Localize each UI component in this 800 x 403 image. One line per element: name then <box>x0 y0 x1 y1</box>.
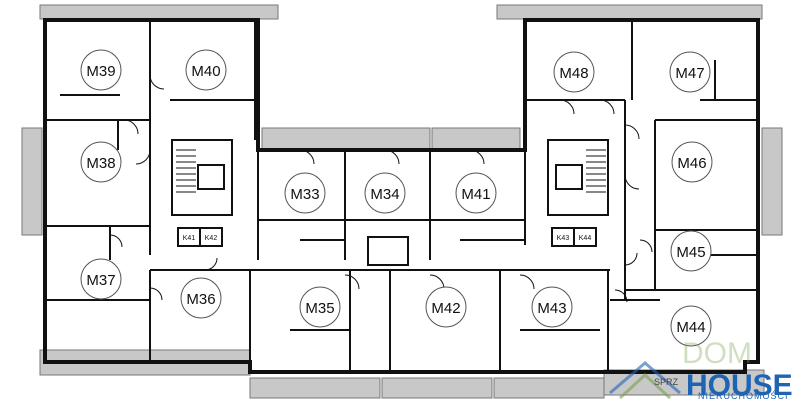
unit-label-m45: M45 <box>676 244 705 261</box>
stairs <box>176 149 606 193</box>
watermark-subtitle: NIERUCHOMOŚCI <box>698 391 789 401</box>
inner-walls <box>45 20 758 372</box>
storage-label-k41: K41 <box>183 235 196 242</box>
unit-label-m35: M35 <box>305 300 334 317</box>
unit-label-m42: M42 <box>431 300 460 317</box>
unit-label-m33: M33 <box>290 186 319 203</box>
unit-labels: M39 M40 M38 M37 M36 M33 M34 M35 M41 M42 … <box>86 63 706 336</box>
unit-label-m34: M34 <box>370 186 399 203</box>
balconies <box>21 4 783 399</box>
storage-label-k44: K44 <box>579 235 592 242</box>
unit-label-m47: M47 <box>675 65 704 82</box>
watermark-dom-text: DOM <box>682 337 752 370</box>
storage-label-k42: K42 <box>205 235 218 242</box>
unit-label-m44: M44 <box>676 319 705 336</box>
unit-label-m43: M43 <box>537 300 566 317</box>
unit-label-m46: M46 <box>677 155 706 172</box>
unit-circles <box>80 49 713 347</box>
unit-label-m41: M41 <box>461 186 490 203</box>
unit-label-m40: M40 <box>191 63 220 80</box>
watermark-partial-text: SPRZ <box>654 377 679 387</box>
doors <box>109 74 653 303</box>
unit-label-m39: M39 <box>86 63 115 80</box>
house-logo-icon <box>609 361 681 400</box>
brand-watermark: DOM SPRZ HOUSE NIERUCHOMOŚCI <box>600 333 800 403</box>
watermark-house-text: HOUSE <box>686 369 793 402</box>
unit-label-m36: M36 <box>186 291 215 308</box>
unit-label-m48: M48 <box>559 65 588 82</box>
unit-label-m38: M38 <box>86 155 115 172</box>
storage-labels: K41 K42 K43 K44 <box>183 235 592 242</box>
unit-label-m37: M37 <box>86 272 115 289</box>
storage-label-k43: K43 <box>557 235 570 242</box>
